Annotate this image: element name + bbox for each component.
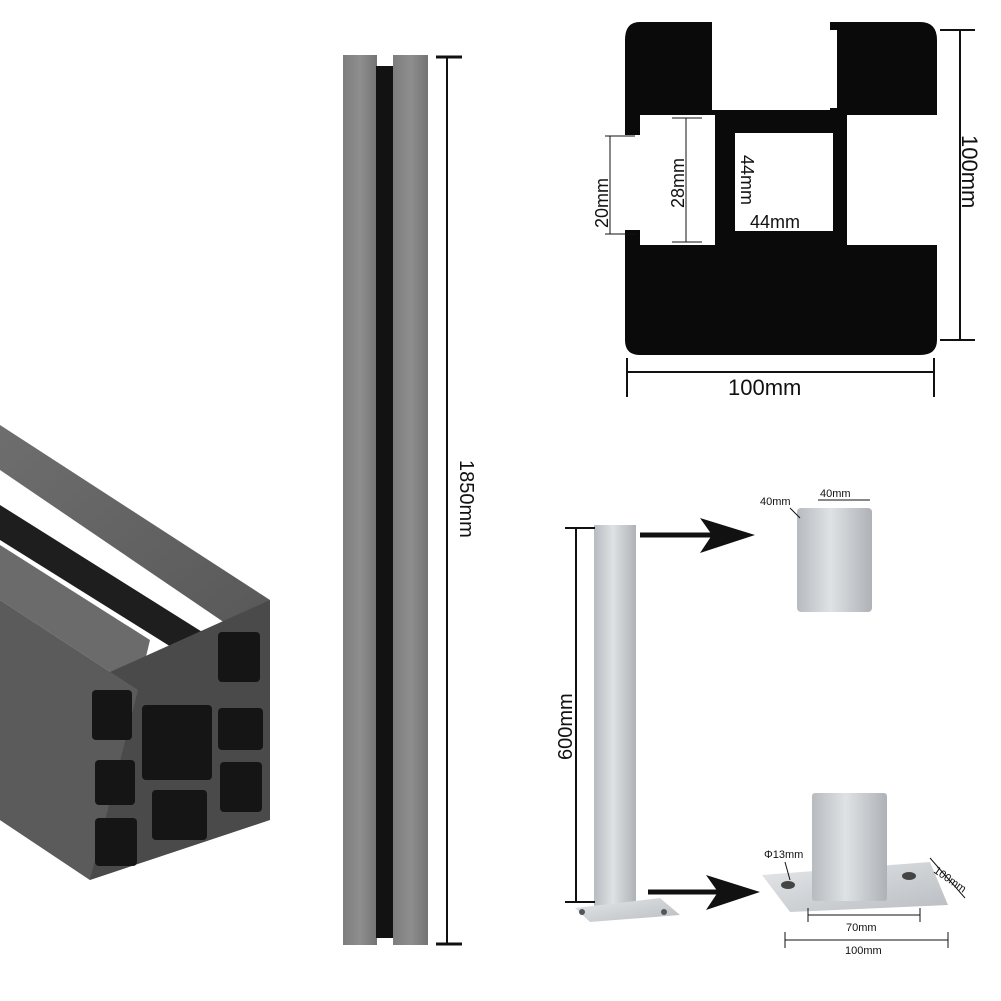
post-right-rail [393,55,428,945]
tube-depth-label: 40mm [760,496,791,508]
steel-insert-bar [594,525,636,912]
section-height-label: 100mm [957,135,982,208]
arrow-to-base-plate [648,875,760,910]
hole-spacing-label: 70mm [846,922,877,934]
slot-depth-label: 28mm [668,158,688,208]
insert-length-label: 600mm [555,693,577,760]
cross-section-view: 100mm 100mm 20mm 28mm 44mm 44mm [592,22,982,400]
arrow-to-profile [640,518,755,553]
core-height-label: 44mm [737,155,757,205]
post-center-groove [376,66,394,938]
post-length-label: 1850mm [455,460,477,538]
profile-top-face [0,425,270,640]
steel-insert-base-plate [575,898,680,922]
core-width-label: 44mm [750,212,800,232]
base-plate-tube [812,793,887,901]
steel-insert-view: 600mm [555,518,760,922]
slot-width-label: 20mm [592,178,612,228]
profile-top-channel [0,505,215,665]
post-left-rail [343,55,377,945]
post-front-view: 1850mm [343,55,477,946]
square-tube-shape [797,508,872,612]
profile-left-face [0,600,138,880]
profile-top-face-lower [0,545,150,690]
tube-width-label: 40mm [820,488,851,500]
section-width-label: 100mm [728,375,801,400]
plate-width-label: 100mm [845,945,882,957]
profile-hollow-cells [92,632,263,866]
square-tube-detail: 40mm 40mm [760,488,872,612]
profile-3d-view [0,425,270,880]
hole-diameter-label: Φ13mm [764,849,803,861]
cross-section-slots [625,22,937,245]
base-plate-detail: Φ13mm 100mm 70mm 100mm [762,793,968,957]
